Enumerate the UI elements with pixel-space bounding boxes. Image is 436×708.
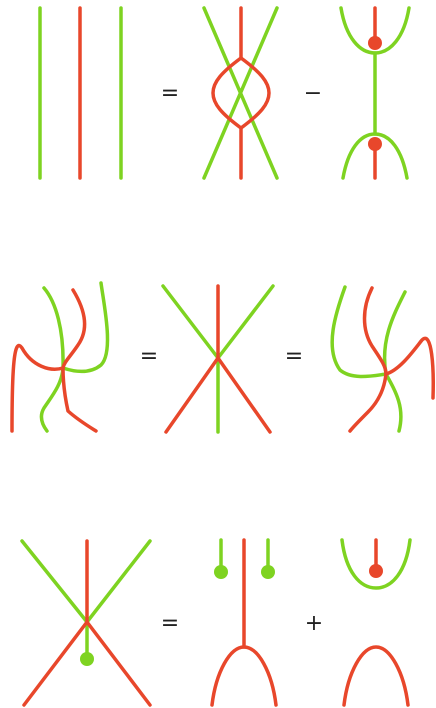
- equals-sign-row-3: =: [161, 611, 179, 636]
- red-dot-top: [368, 36, 382, 50]
- red-dot: [369, 564, 383, 578]
- green-dot-right: [261, 565, 275, 579]
- three-parallel-strands: [38, 6, 123, 180]
- red-strand-to-bottom-right: [384, 336, 435, 400]
- red-trivalent-with-green-dots: [210, 538, 278, 707]
- minus-sign-row-1: −: [304, 81, 322, 106]
- plus-sign-row-3: +: [305, 611, 323, 636]
- cup-cap-with-red-dots: [339, 6, 411, 180]
- red-strand-to-bottom-left: [10, 343, 65, 433]
- red-cap: [342, 645, 410, 707]
- row-2: = =: [10, 281, 435, 434]
- row-3: = +: [20, 538, 412, 707]
- red-arm-bottom-left: [22, 620, 89, 707]
- red-strand-from-top: [362, 286, 388, 376]
- row-1: = −: [38, 6, 411, 180]
- crossing-with-bigon: [202, 6, 279, 180]
- green-arm-top-right: [216, 284, 275, 360]
- red-strand-to-bottom-left: [348, 372, 388, 433]
- green-arm-top-left: [161, 284, 220, 360]
- green-cup-red-cap: [340, 538, 412, 707]
- red-dot-bottom: [368, 137, 382, 151]
- red-strand-to-bottom-right: [61, 366, 98, 433]
- green-arm-top-right: [85, 539, 152, 624]
- red-cap: [210, 645, 278, 707]
- green-strand-from-top-left: [330, 285, 388, 379]
- green-dot-left: [214, 565, 228, 579]
- green-cup: [340, 538, 412, 590]
- red-arm-bottom-left: [164, 356, 220, 434]
- red-bigon: [211, 56, 271, 130]
- red-arm-bottom-right: [216, 356, 272, 434]
- red-strand-from-top: [61, 288, 87, 370]
- twisted-crossing-right: [330, 285, 435, 433]
- green-dot: [80, 652, 94, 666]
- four-valent-crossing: [161, 284, 275, 434]
- equals-sign-row-2b: =: [285, 344, 303, 369]
- green-diagonal-2: [202, 6, 279, 180]
- red-arm-bottom-right: [85, 620, 152, 707]
- equals-sign-row-2a: =: [140, 344, 158, 369]
- equals-sign-row-1: =: [161, 81, 179, 106]
- green-arm-top-left: [20, 539, 89, 624]
- green-strand-from-top-left: [39, 286, 65, 433]
- twisted-crossing-left: [10, 281, 110, 433]
- green-strand-from-top-right: [61, 281, 110, 374]
- crossing-with-green-dot: [20, 539, 152, 707]
